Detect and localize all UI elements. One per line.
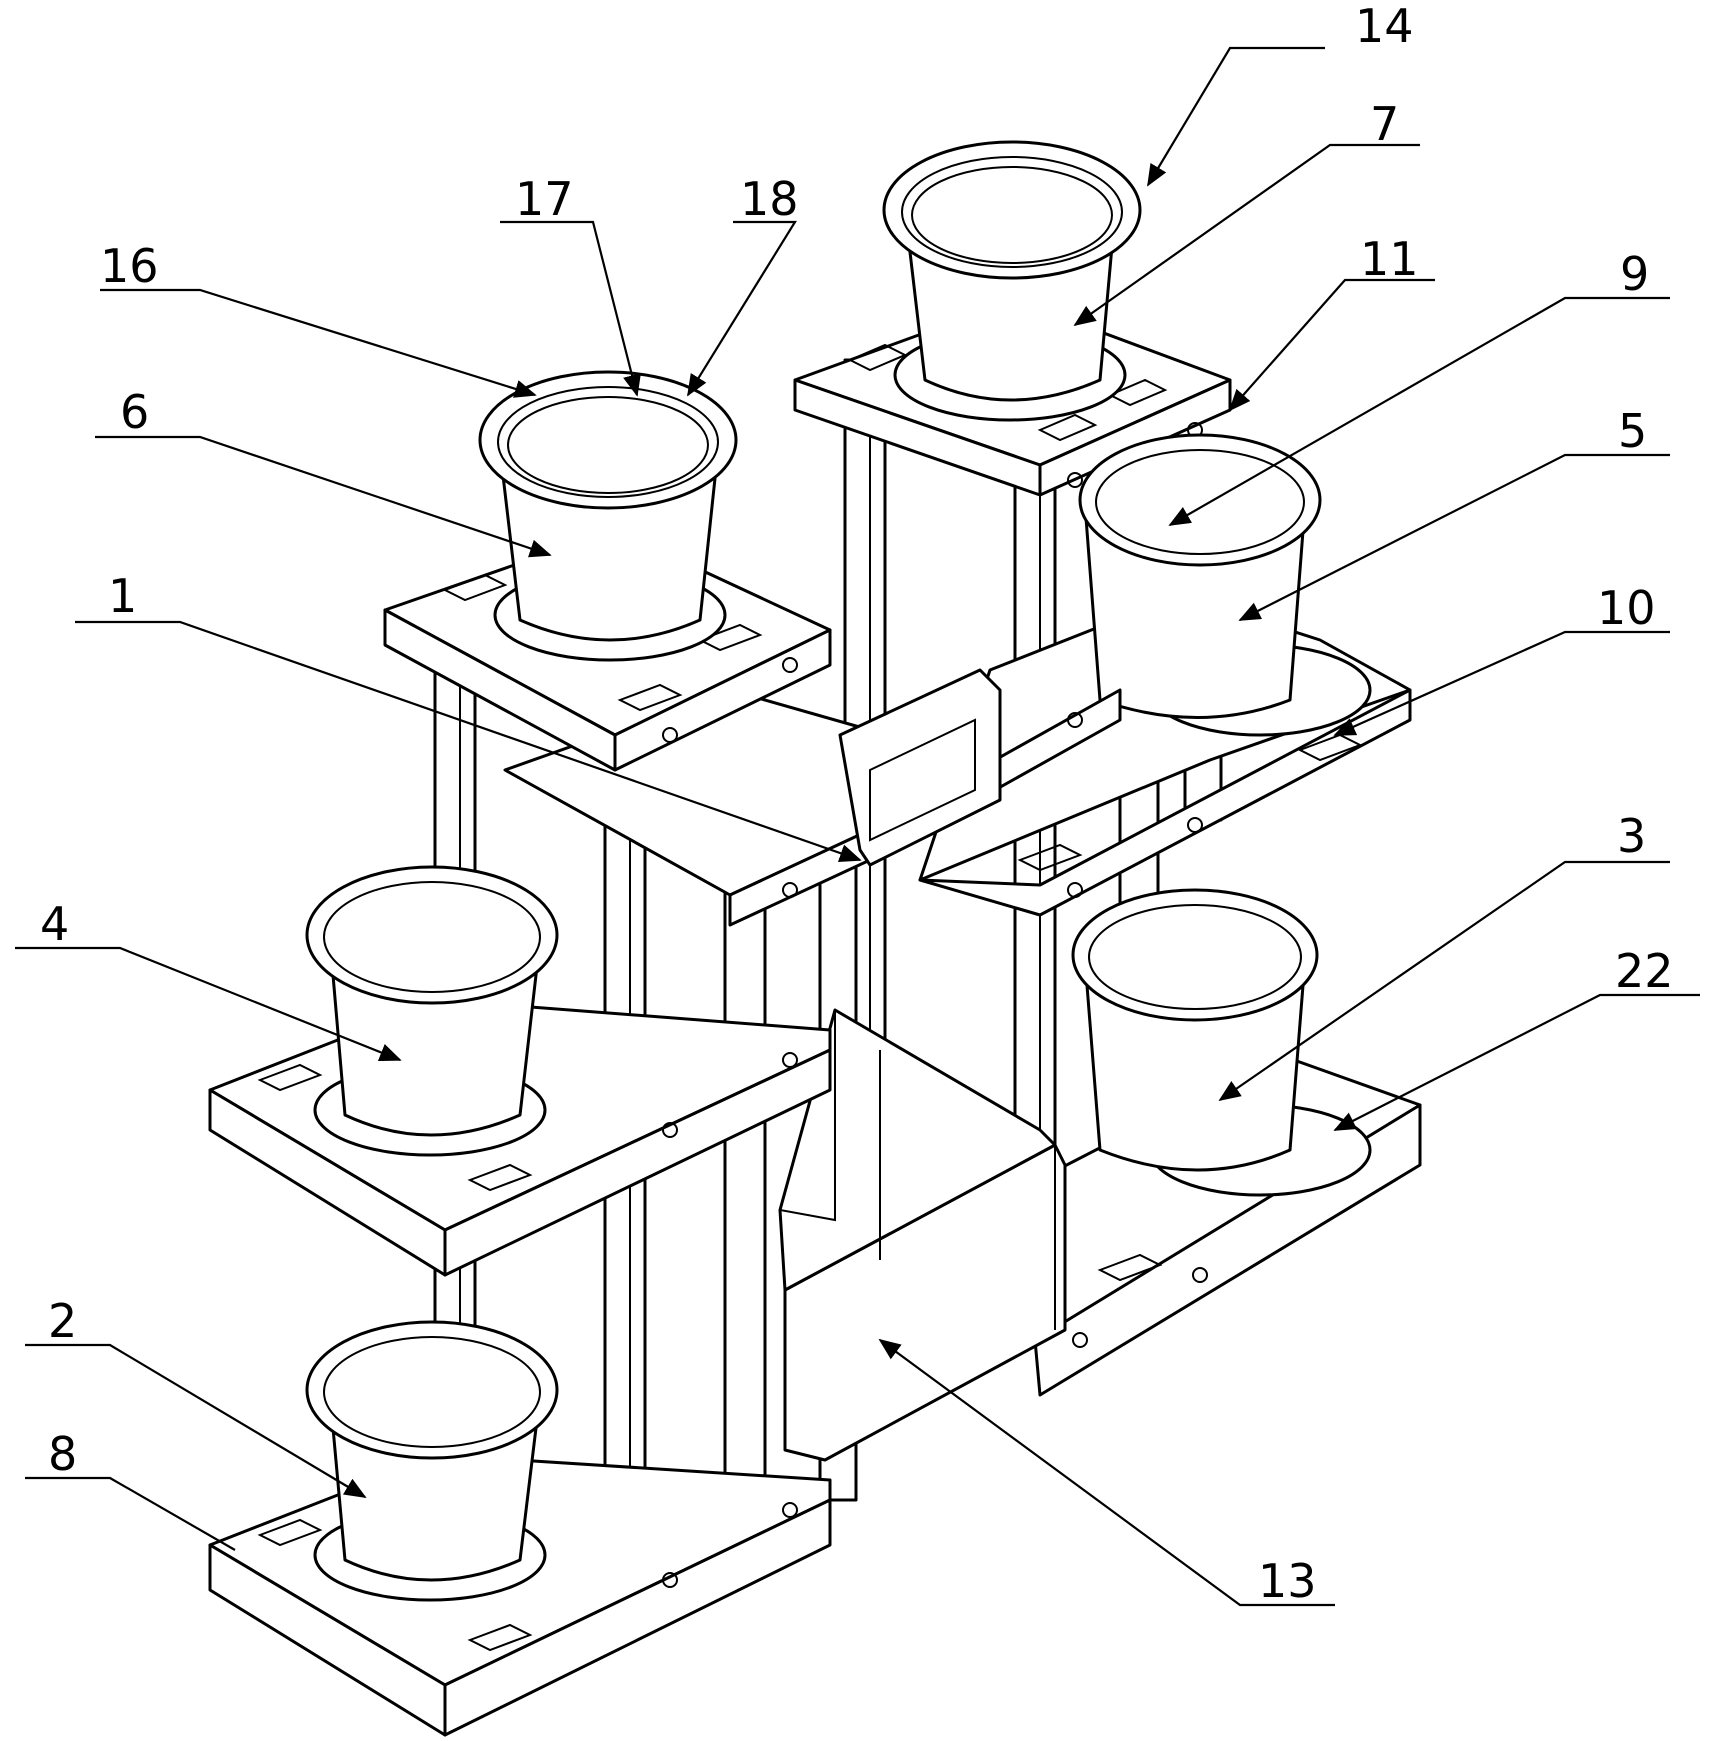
ref-14: 14 <box>1355 0 1414 53</box>
ref-17: 17 <box>515 172 574 226</box>
pot-5 <box>1078 433 1372 737</box>
reference-labels: 14 7 11 9 5 10 3 22 13 17 18 16 6 1 4 2 … <box>40 0 1674 1608</box>
leader-lines <box>15 46 1700 1607</box>
pot-7 <box>882 140 1142 422</box>
ref-2: 2 <box>48 1294 77 1348</box>
ref-16: 16 <box>100 239 159 293</box>
ref-11: 11 <box>1360 232 1419 286</box>
ref-6: 6 <box>120 385 149 439</box>
ref-7: 7 <box>1370 97 1399 151</box>
ref-3: 3 <box>1617 809 1646 863</box>
ref-22: 22 <box>1615 944 1674 998</box>
pot-3 <box>1071 888 1372 1197</box>
ref-8: 8 <box>48 1427 77 1481</box>
box-13 <box>778 1008 1067 1462</box>
shelf-6 <box>383 528 832 772</box>
ref-9: 9 <box>1620 247 1649 301</box>
ref-18: 18 <box>740 172 799 226</box>
pot-2 <box>305 1320 559 1602</box>
ref-5: 5 <box>1618 404 1647 458</box>
ref-1: 1 <box>108 569 137 623</box>
pot-6 <box>478 370 738 662</box>
ref-10: 10 <box>1597 581 1656 635</box>
ref-13: 13 <box>1258 1554 1317 1608</box>
ref-4: 4 <box>40 897 69 951</box>
pot-4 <box>305 865 559 1157</box>
